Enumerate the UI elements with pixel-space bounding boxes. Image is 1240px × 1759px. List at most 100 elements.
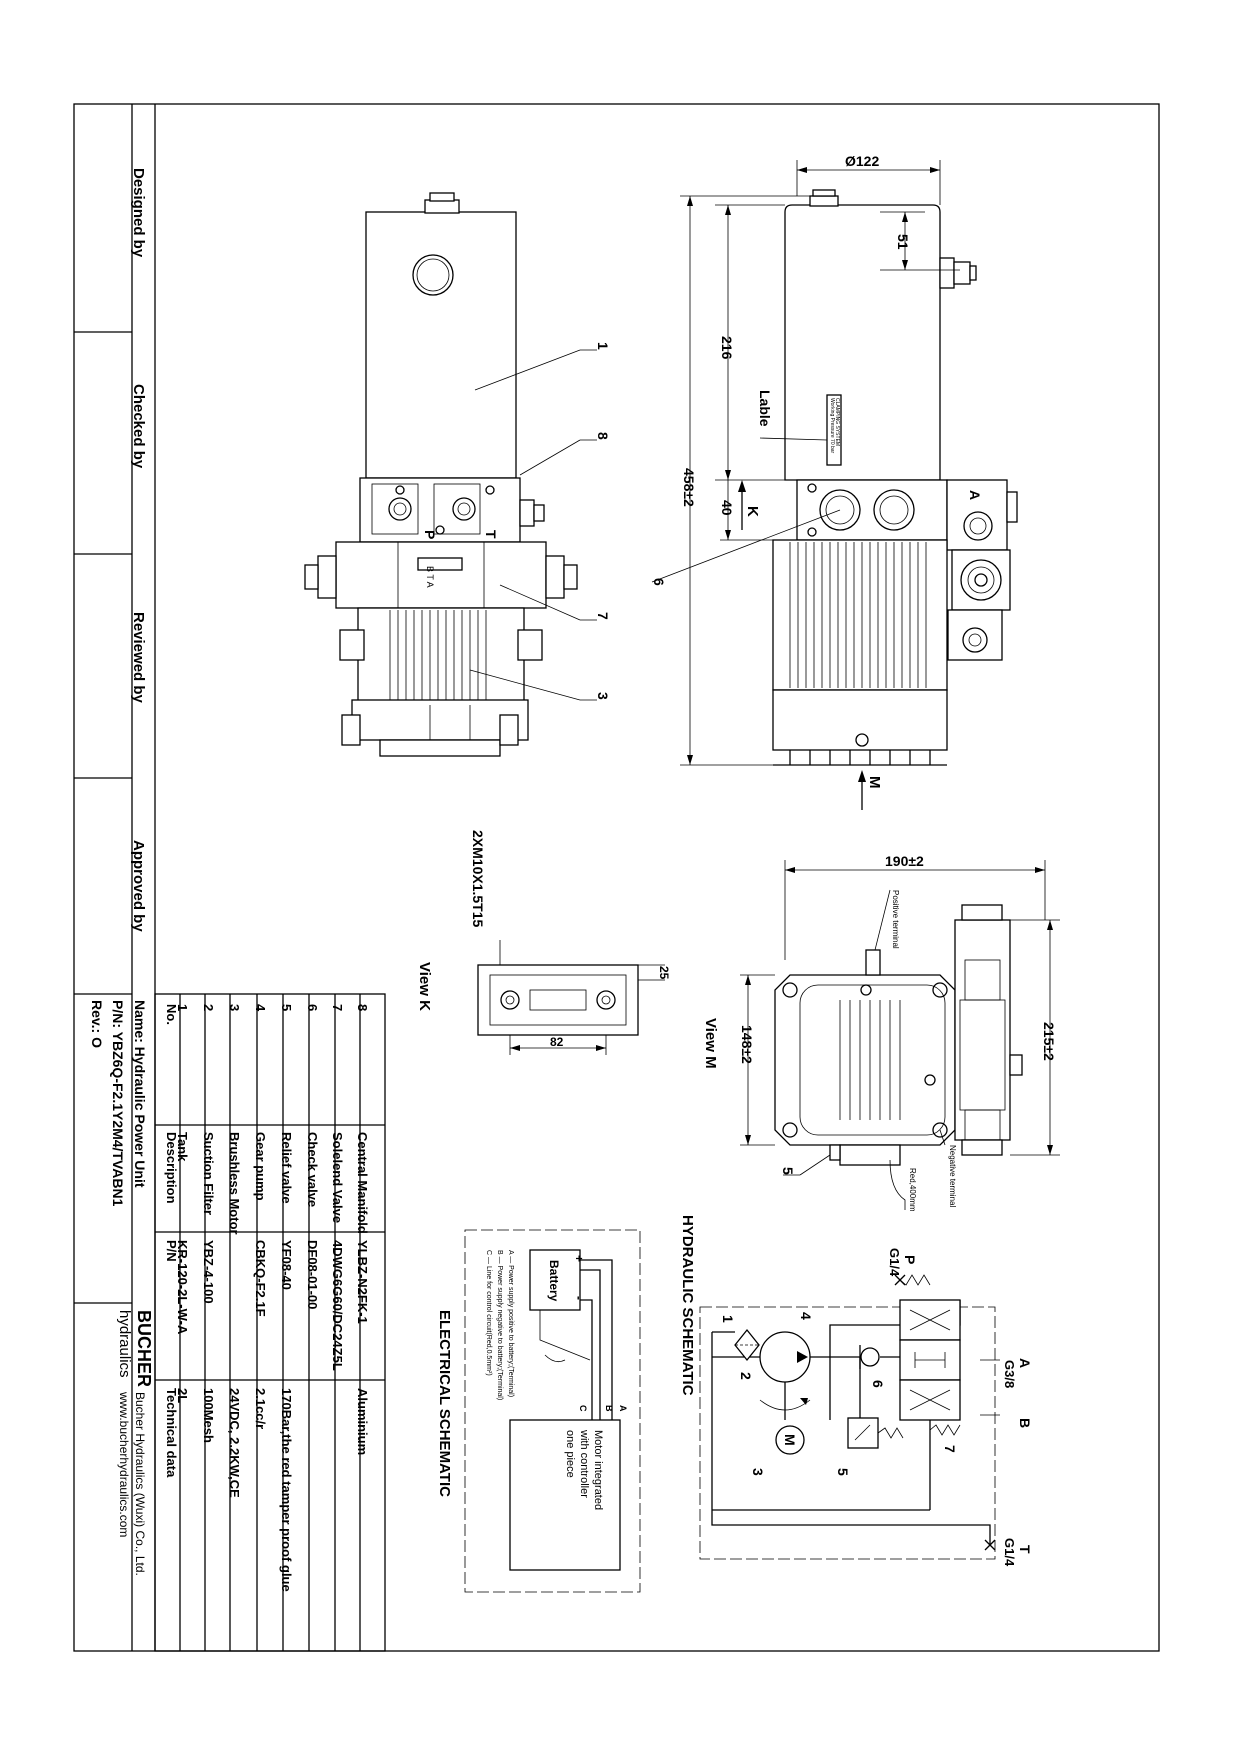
wire-a: A bbox=[618, 1405, 628, 1412]
company-web: www.bucherhydraulics.com bbox=[117, 1391, 131, 1537]
reviewed-by-label: Reviewed by bbox=[130, 612, 147, 704]
hyd-num-6: 6 bbox=[870, 1380, 886, 1388]
dim-148: 148±2 bbox=[739, 1025, 755, 1064]
electrical-schematic-title: ELECTRICAL SCHEMATIC bbox=[436, 1310, 453, 1497]
dim-diameter: Ø122 bbox=[845, 153, 879, 169]
table-cell-tech: 100Mesh bbox=[201, 1388, 216, 1443]
red-wire-label: Red,400mm bbox=[908, 1168, 917, 1212]
thread-callout: 2XM10X1.5T15 bbox=[470, 830, 486, 927]
hyd-num-2: 2 bbox=[738, 1372, 754, 1380]
balloon-3: 3 bbox=[595, 692, 611, 700]
table-cell-no: 7 bbox=[330, 1004, 345, 1011]
dim-216: 216 bbox=[719, 336, 735, 360]
view-m-arrow-label: M bbox=[866, 776, 883, 789]
table-cell-description: Central Manifold bbox=[355, 1132, 370, 1234]
valve-marking: B T A bbox=[425, 566, 435, 588]
company-name: Bucher Hydraulics (Wuxi) Co., Ltd. bbox=[133, 1392, 147, 1576]
part-number: P/N: YBZ6Q-F2.1Y2M4/TVABN1 bbox=[110, 1000, 126, 1207]
hyd-port-t-size: G1/4 bbox=[1002, 1538, 1017, 1567]
port-a-side-label: A bbox=[967, 490, 983, 500]
table-cell-no: 6 bbox=[305, 1004, 320, 1011]
table-cell-tech: Aluminium bbox=[355, 1388, 370, 1455]
motor-symbol-label: M bbox=[782, 1434, 798, 1446]
table-cell-pn: CBKQ-F2.1F bbox=[253, 1240, 268, 1317]
balloon-5: 5 bbox=[780, 1167, 796, 1175]
label-callout: Lable bbox=[757, 390, 773, 427]
sticker-line-2: Working Pressure 70 bar bbox=[829, 398, 835, 454]
table-cell-pn: DF08-01-00 bbox=[305, 1240, 320, 1309]
port-t-label: T bbox=[483, 530, 499, 539]
company-logo: BUCHER bbox=[134, 1310, 154, 1387]
positive-terminal-label: Positive terminal bbox=[891, 890, 900, 949]
view-m-title: View M bbox=[702, 1018, 719, 1069]
side-view: CLAMPING SYSTEM Working Pressure 70 bar … bbox=[651, 153, 1018, 810]
table-cell-no: 5 bbox=[279, 1004, 294, 1011]
approved-by-label: Approved by bbox=[130, 840, 147, 932]
title-block: Designed by Checked by Reviewed by Appro… bbox=[89, 168, 154, 1576]
hyd-port-b: B bbox=[1017, 1418, 1033, 1428]
table-cell-description: Suction Filter bbox=[201, 1132, 216, 1215]
table-cell-tech: 2L bbox=[175, 1388, 190, 1403]
table-cell-description: Check valve bbox=[305, 1132, 320, 1207]
hyd-num-7: 7 bbox=[942, 1445, 958, 1453]
sticker-line-1: CLAMPING SYSTEM bbox=[834, 398, 840, 446]
hyd-port-p-size: G1/4 bbox=[887, 1248, 902, 1277]
wire-c: C bbox=[578, 1405, 588, 1412]
negative-terminal-label: Negative terminal bbox=[948, 1145, 957, 1207]
dim-82: 82 bbox=[550, 1035, 564, 1049]
view-k-arrow-label: K bbox=[744, 506, 761, 517]
table-cell-pn: KR-120-2L-W-A bbox=[175, 1240, 190, 1335]
table-cell-description: Gear pump bbox=[253, 1132, 268, 1201]
table-cell-tech: 170Bar,the red tamper proof glue bbox=[279, 1388, 294, 1592]
dim-40: 40 bbox=[719, 500, 735, 516]
front-view: P T B T A bbox=[304, 192, 611, 757]
port-p-label: P bbox=[422, 530, 438, 539]
battery-label: Battery bbox=[547, 1260, 561, 1302]
table-cell-pn: YF08-40 bbox=[279, 1240, 294, 1290]
elec-legend-c: C — Line for control circuit(Red,0.5mm²) bbox=[485, 1250, 492, 1376]
motor-note-3: one piece bbox=[564, 1430, 576, 1478]
view-k-title: View K bbox=[416, 962, 433, 1011]
table-header-description: Description bbox=[164, 1132, 179, 1204]
balloon-7: 7 bbox=[595, 612, 611, 620]
hyd-port-ab-size: G3/8 bbox=[1002, 1360, 1017, 1388]
table-cell-description: Tank bbox=[175, 1132, 190, 1162]
motor-note-1: Motor integrated bbox=[592, 1430, 604, 1510]
table-cell-description: Brushless Motor bbox=[227, 1132, 242, 1235]
hyd-port-p: P bbox=[902, 1255, 918, 1264]
battery-minus: - bbox=[572, 1296, 586, 1300]
balloon-1: 1 bbox=[595, 342, 611, 350]
hydraulic-schematic: HYDRAULIC SCHEMATIC M bbox=[679, 1215, 1033, 1567]
table-cell-no: 4 bbox=[253, 1004, 268, 1012]
hyd-num-5: 5 bbox=[835, 1468, 851, 1476]
hyd-num-3: 3 bbox=[750, 1468, 766, 1476]
table-cell-pn: YLBZ-N2FK-1 bbox=[355, 1240, 370, 1324]
table-cell-pn: YBZ-4-100 bbox=[201, 1240, 216, 1304]
view-k: 2XM10X1.5T15 View K 25 82 bbox=[416, 830, 671, 1055]
revision: Rev.: O bbox=[89, 1000, 105, 1048]
hyd-num-4: 4 bbox=[798, 1312, 814, 1320]
table-cell-tech: 24VDC, 2.2KW,CE bbox=[227, 1388, 242, 1498]
dim-190: 190±2 bbox=[885, 853, 924, 869]
table-cell-no: 2 bbox=[201, 1004, 216, 1011]
table-cell-description: Solelend Valve bbox=[330, 1132, 345, 1223]
dim-51: 51 bbox=[895, 234, 911, 250]
company-sub: hydraulics bbox=[116, 1310, 133, 1378]
table-header-tech: Technical data bbox=[164, 1388, 179, 1478]
view-m-fins bbox=[839, 1000, 901, 1120]
motor-note-2: with controller bbox=[578, 1429, 590, 1498]
table-cell-pn: 4DWG6G60/DC24Z5L bbox=[330, 1240, 345, 1371]
balloon-6: 6 bbox=[651, 578, 667, 586]
wire-b: B bbox=[604, 1405, 614, 1412]
electrical-schematic: ELECTRICAL SCHEMATIC Battery + - A B C M… bbox=[436, 1229, 641, 1593]
motor-fins-side bbox=[789, 542, 927, 688]
battery-plus: + bbox=[572, 1255, 586, 1262]
balloon-8: 8 bbox=[595, 432, 611, 440]
view-m: View M bbox=[702, 853, 1060, 1212]
hydraulic-schematic-title: HYDRAULIC SCHEMATIC bbox=[679, 1215, 696, 1396]
table-cell-no: 3 bbox=[227, 1004, 242, 1011]
table-cell-tech: 2.1cc/r bbox=[253, 1388, 268, 1429]
